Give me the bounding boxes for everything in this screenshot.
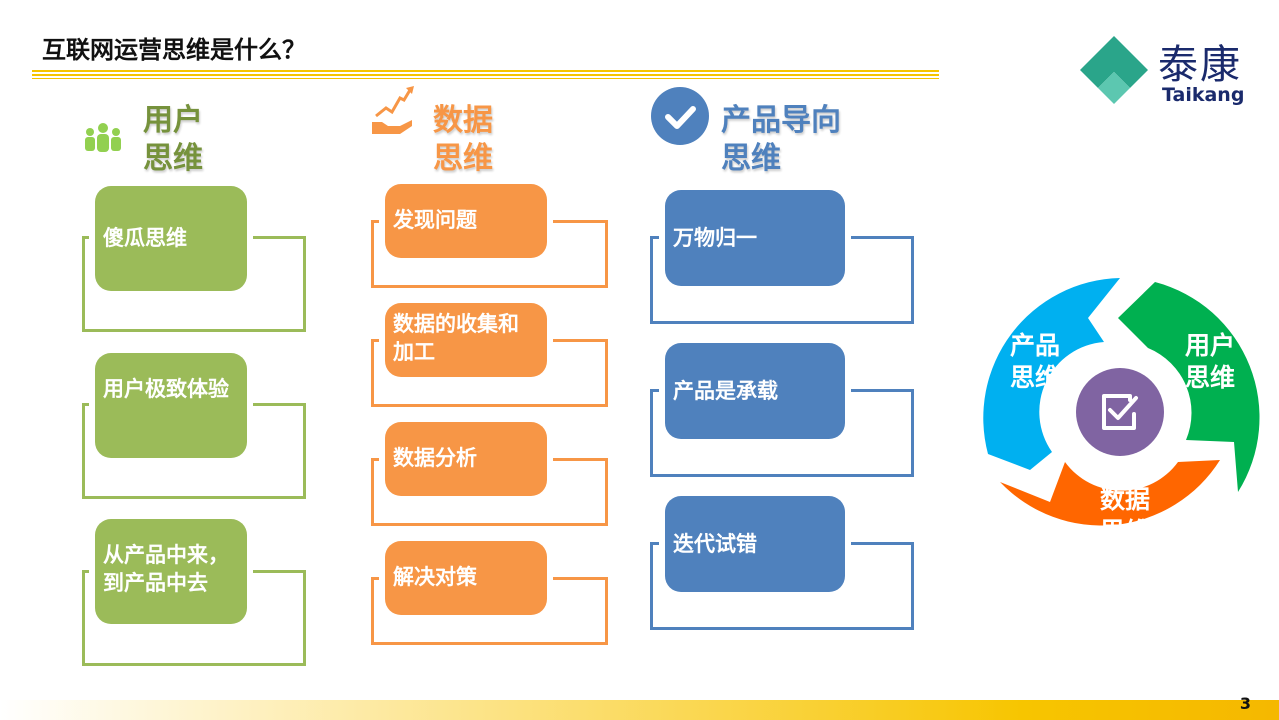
taikang-logo-icon: [1080, 36, 1148, 104]
people-icon: [85, 123, 121, 152]
cycle-label-user: 用户思维: [1185, 330, 1235, 394]
checkbox-icon: [1102, 394, 1138, 430]
item-box: 产品是承载: [665, 343, 845, 439]
item-box: 数据分析: [385, 422, 547, 496]
label-line: 数据: [1100, 485, 1151, 514]
page-number: 3: [1239, 694, 1251, 713]
heading-line: 用户: [143, 103, 203, 138]
label-line: 用户: [1185, 331, 1236, 360]
heading-product-thinking: 产品导向 思维: [721, 102, 841, 178]
cycle-segment-user: [1118, 282, 1260, 492]
label-line: 思维: [1185, 363, 1236, 392]
label-line: 思维: [1100, 517, 1151, 546]
heading-line: 思维: [721, 141, 781, 176]
cycle-segment-data: [1000, 460, 1220, 526]
cycle-label-data: 数据思维: [1100, 484, 1150, 548]
title-divider: [32, 70, 939, 72]
item-box: 傻瓜思维: [95, 186, 247, 291]
item-box: 万物归一: [665, 190, 845, 286]
cycle-segment-product: [983, 278, 1120, 470]
cycle-label-product: 产品思维: [1010, 330, 1060, 394]
logo-text-cn: 泰康: [1158, 42, 1242, 88]
item-box: 解决对策: [385, 541, 547, 615]
item-box: 用户极致体验: [95, 353, 247, 458]
title-divider: [32, 74, 939, 76]
heading-user-thinking: 用户 思维: [143, 102, 203, 178]
heading-line: 思维: [433, 141, 493, 176]
heading-line: 产品导向: [721, 103, 841, 138]
label-line: 产品: [1010, 331, 1061, 360]
logo-text-en: Taikang: [1162, 84, 1245, 106]
heading-line: 思维: [143, 141, 203, 176]
heading-data-thinking: 数据 思维: [433, 102, 493, 178]
checkmark-circle-icon: [651, 87, 709, 145]
item-box: 发现问题: [385, 184, 547, 258]
growth-chart-hand-icon: [372, 86, 414, 134]
label-line: 思维: [1010, 363, 1061, 392]
thinking-cycle-diagram: [983, 278, 1260, 526]
item-box: 数据的收集和加工: [385, 303, 547, 377]
page-title: 互联网运营思维是什么？: [42, 36, 306, 64]
title-divider: [32, 78, 939, 79]
item-box: 迭代试错: [665, 496, 845, 592]
heading-line: 数据: [433, 103, 493, 138]
item-box: 从产品中来，到产品中去: [95, 519, 247, 624]
cycle-center: [1076, 368, 1164, 456]
footer-bar: [0, 700, 1279, 720]
